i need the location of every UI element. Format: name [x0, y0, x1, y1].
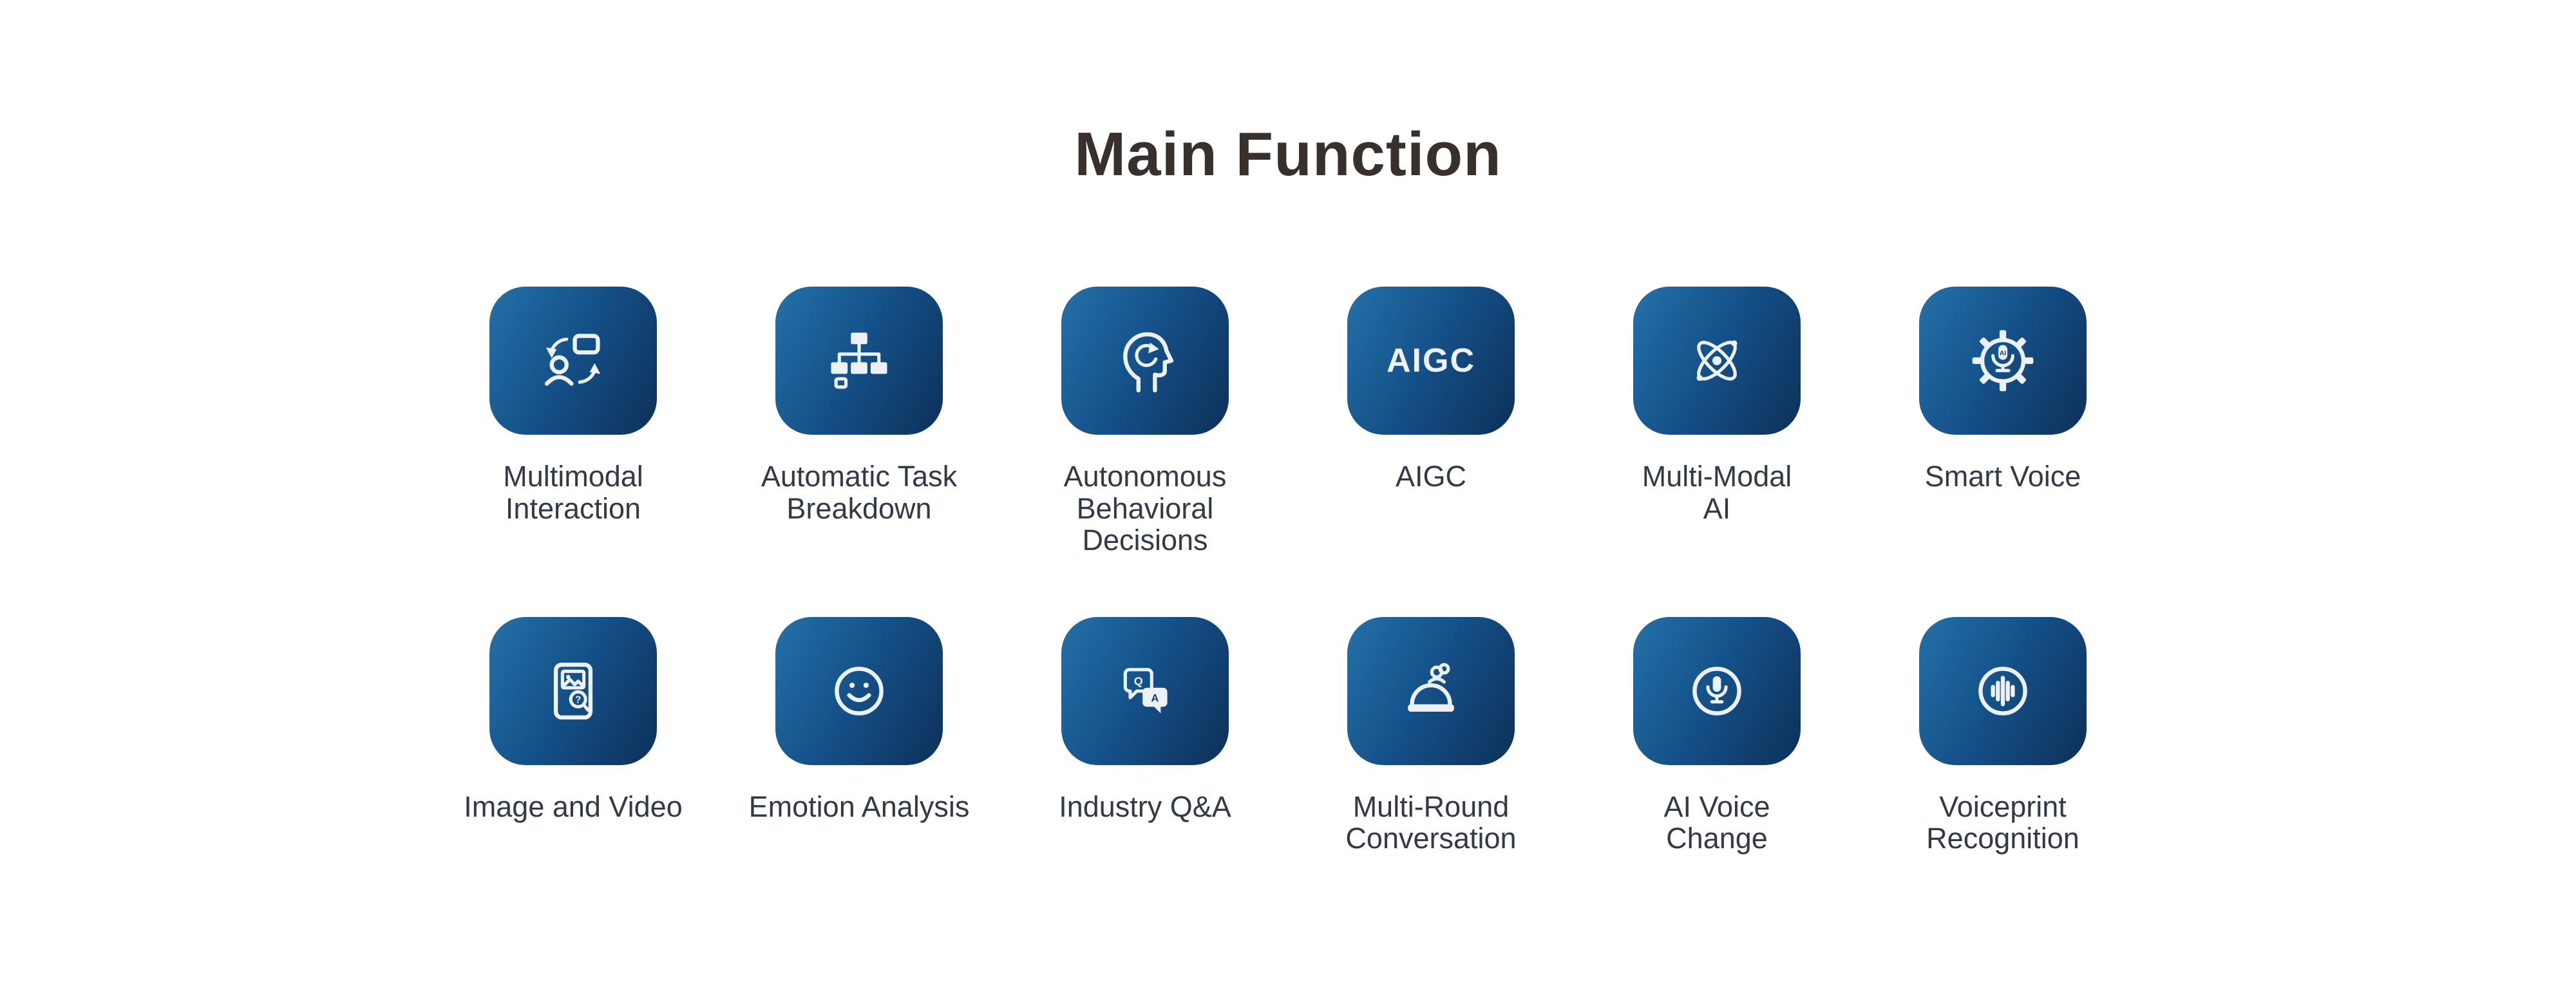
- feature-label: Voiceprint Recognition: [1926, 790, 2079, 855]
- feature-label: AI Voice Change: [1663, 790, 1770, 855]
- aigc-text-icon: AIGC: [1387, 342, 1475, 379]
- feature-card-autonomous-decisions: Autonomous Behavioral Decisions: [1002, 287, 1288, 556]
- feature-tile: [1919, 616, 2087, 765]
- microphone-circle-icon: [1692, 666, 1741, 716]
- feature-tile: ?: [489, 616, 657, 765]
- feature-label: Smart Voice: [1924, 460, 2081, 493]
- feature-tile: [775, 616, 943, 765]
- feature-card-multimodal-ai: Multi-Modal AI: [1574, 287, 1860, 556]
- main-function-section: Main Function Multimodal Interaction: [0, 120, 2576, 855]
- qa-chat-bubbles-icon: Q A: [1123, 667, 1168, 714]
- feature-card-aigc: AIGC AIGC: [1288, 287, 1574, 556]
- feature-label: Autonomous Behavioral Decisions: [1063, 460, 1227, 556]
- feature-card-task-breakdown: Automatic Task Breakdown: [716, 287, 1002, 556]
- document-media-icon: ?: [553, 662, 593, 719]
- atom-icon: [1696, 340, 1738, 381]
- smiley-face-icon: [835, 666, 884, 716]
- feature-tile: [489, 287, 657, 435]
- feature-label: Multi-Modal AI: [1642, 460, 1792, 525]
- feature-label: Industry Q&A: [1059, 790, 1231, 823]
- feature-label: Automatic Task Breakdown: [761, 460, 958, 525]
- svg-text:A: A: [1151, 692, 1159, 704]
- feature-tile: [775, 287, 943, 435]
- svg-text:?: ?: [575, 694, 581, 705]
- multimodal-interaction-icon: [544, 334, 601, 386]
- feature-card-smart-voice: AI Smart Voice: [1860, 287, 2146, 556]
- feature-card-multimodal-interaction: Multimodal Interaction: [430, 287, 716, 556]
- feature-tile: [1633, 287, 1801, 435]
- feature-label: Image and Video: [464, 790, 683, 823]
- feature-label: AIGC: [1395, 460, 1467, 493]
- svg-text:AI: AI: [2000, 350, 2006, 357]
- feature-tile: [1633, 616, 1801, 765]
- feature-card-multi-round-conversation: Multi-Round Conversation: [1288, 616, 1574, 855]
- feature-card-emotion-analysis: Emotion Analysis: [716, 616, 1002, 855]
- feature-label: Multimodal Interaction: [503, 460, 643, 525]
- feature-card-image-video: ? Image and Video: [430, 616, 716, 855]
- feature-card-voiceprint-recognition: Voiceprint Recognition: [1860, 616, 2146, 855]
- feature-tile: [1347, 616, 1515, 765]
- task-breakdown-icon: [831, 332, 887, 389]
- feature-tile: AI: [1919, 287, 2087, 435]
- feature-card-ai-voice-change: AI Voice Change: [1574, 616, 1860, 855]
- svg-text:Q: Q: [1134, 674, 1143, 687]
- feature-card-industry-qa: Q A Industry Q&A: [1002, 616, 1288, 855]
- autonomous-decisions-icon: [1123, 332, 1174, 393]
- feature-grid: Multimodal Interaction Automatic Task Br…: [0, 287, 2576, 855]
- feature-tile: Q A: [1061, 616, 1229, 765]
- feature-tile: [1061, 287, 1229, 435]
- feature-label: Multi-Round Conversation: [1345, 790, 1517, 855]
- feature-tile: AIGC: [1347, 287, 1515, 435]
- section-title: Main Function: [1074, 120, 1502, 189]
- feature-label: Emotion Analysis: [748, 790, 970, 823]
- conversation-desk-icon: [1408, 662, 1454, 712]
- gear-microphone-icon: AI: [1972, 330, 2034, 392]
- voiceprint-wave-icon: [1978, 666, 2027, 716]
